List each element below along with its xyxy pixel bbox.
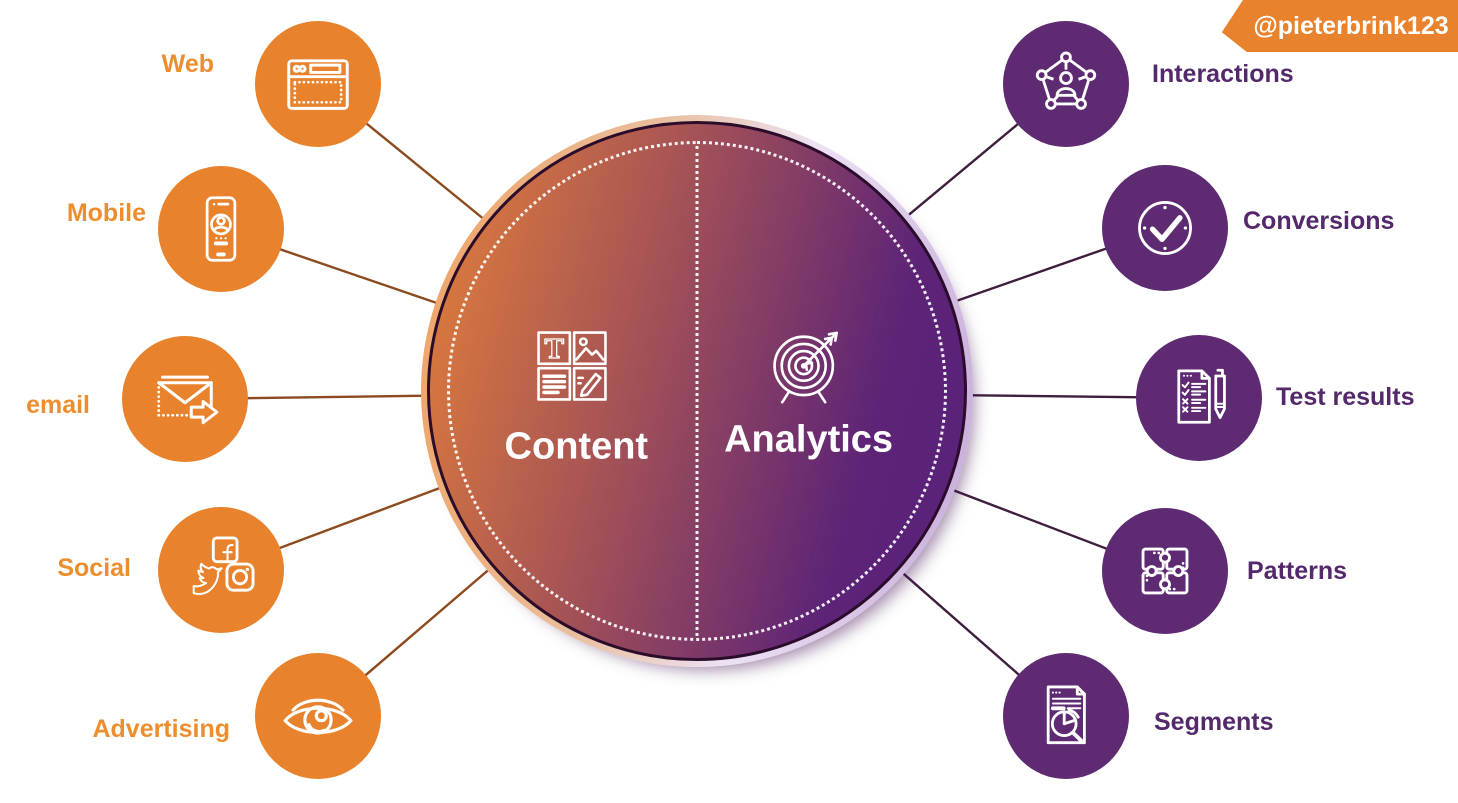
node-segments bbox=[1003, 653, 1129, 779]
target-arrow-icon bbox=[773, 331, 839, 404]
node-mobile bbox=[158, 166, 284, 292]
segments-label: Segments bbox=[1154, 708, 1274, 736]
report-pie-magnifier-icon bbox=[1046, 685, 1086, 745]
watermark-handle: @pieterbrink123 bbox=[1253, 11, 1449, 40]
node-patterns bbox=[1102, 508, 1228, 634]
clock-check-icon bbox=[1138, 201, 1192, 255]
interactions-label: Interactions bbox=[1152, 60, 1294, 88]
central-venn-circle: T Content bbox=[421, 115, 973, 667]
analytics-label: Analytics bbox=[724, 418, 894, 461]
watermark-ribbon: @pieterbrink123 bbox=[1221, 0, 1458, 52]
browser-window-icon bbox=[287, 59, 349, 110]
dotted-divider bbox=[695, 146, 699, 636]
social-networks-icon bbox=[192, 536, 255, 595]
social-label: Social bbox=[57, 554, 131, 582]
content-grid-icon: T bbox=[536, 331, 607, 401]
mobile-label: Mobile bbox=[66, 199, 146, 227]
node-web bbox=[255, 21, 381, 147]
patterns-label: Patterns bbox=[1247, 557, 1348, 585]
node-test-results bbox=[1136, 335, 1262, 461]
web-label: Web bbox=[161, 50, 214, 78]
node-conversions bbox=[1102, 165, 1228, 291]
advertising-label: Advertising bbox=[92, 715, 230, 743]
smartphone-user-icon bbox=[205, 196, 237, 262]
network-pentagon-icon bbox=[1035, 51, 1097, 110]
node-social bbox=[158, 507, 284, 633]
checklist-pen-icon bbox=[1177, 368, 1226, 424]
content-label: Content bbox=[504, 425, 649, 468]
conversions-label: Conversions bbox=[1243, 207, 1395, 235]
node-email bbox=[122, 336, 248, 462]
svg-text:T: T bbox=[544, 335, 563, 365]
central-venn-fill: T Content bbox=[427, 121, 967, 661]
eye-icon bbox=[283, 698, 353, 735]
envelope-send-icon bbox=[157, 375, 219, 425]
node-advertising bbox=[255, 653, 381, 779]
email-label: email bbox=[26, 391, 90, 419]
puzzle-pieces-icon bbox=[1141, 547, 1189, 595]
inner-dotted-ring bbox=[447, 141, 947, 641]
node-interactions bbox=[1003, 21, 1129, 147]
test-results-label: Test results bbox=[1276, 383, 1415, 411]
